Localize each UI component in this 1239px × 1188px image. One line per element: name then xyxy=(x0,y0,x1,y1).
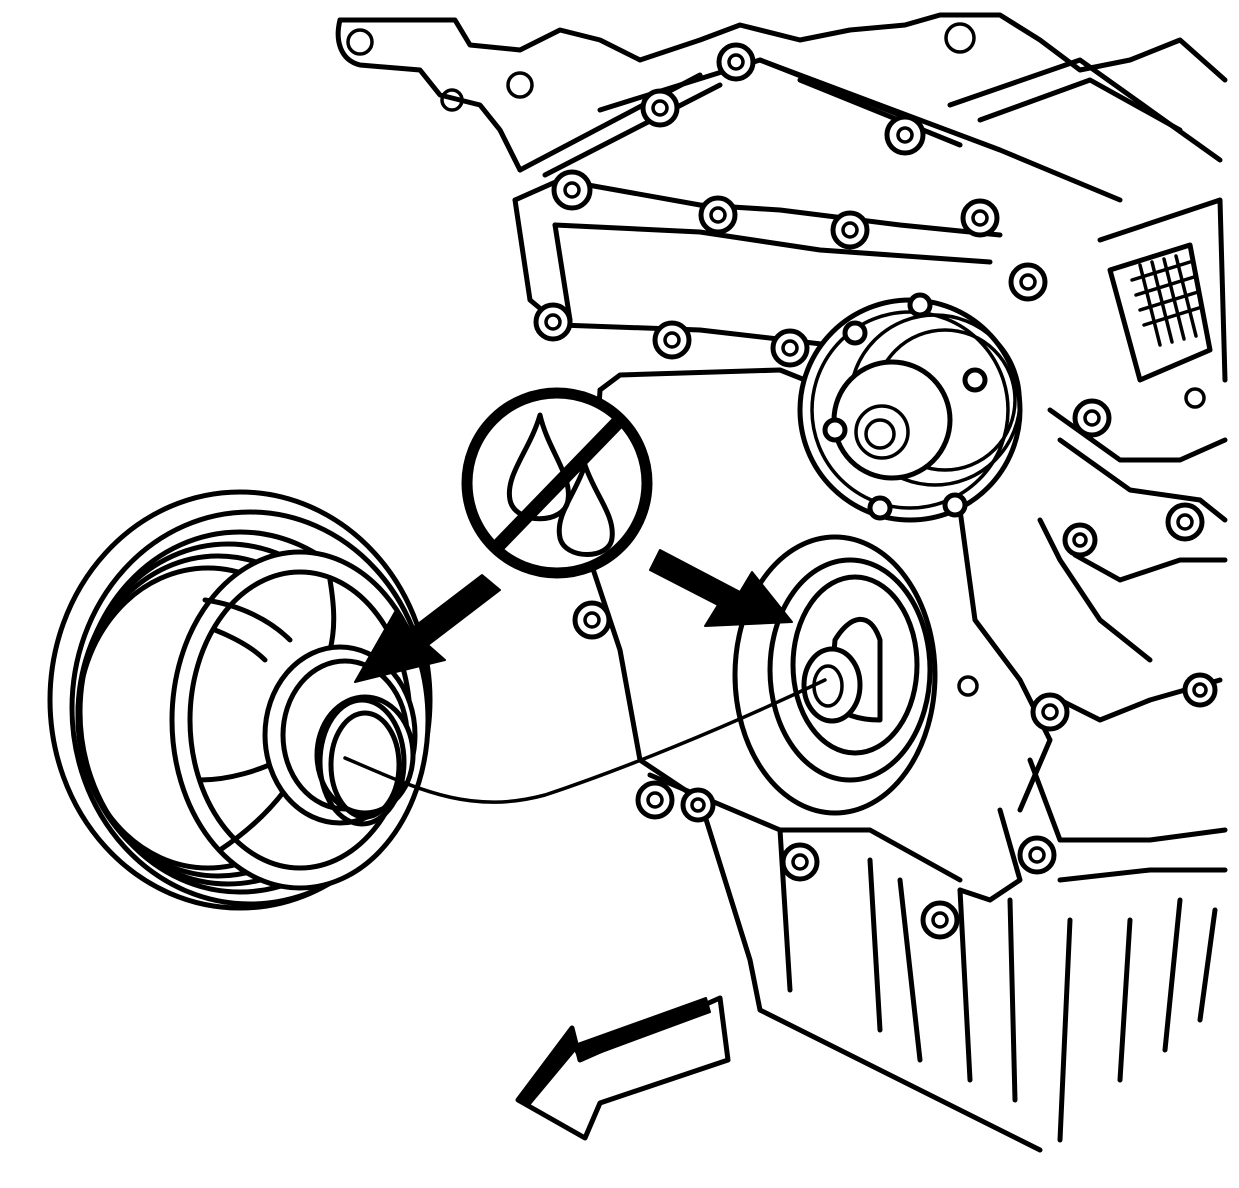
bolt xyxy=(698,195,738,235)
bolt xyxy=(1182,672,1218,708)
bolt xyxy=(1030,692,1070,732)
crankshaft-balancer xyxy=(47,489,433,911)
no-lubricant-symbol xyxy=(461,387,653,579)
bolt xyxy=(635,780,675,820)
bolt xyxy=(1165,502,1205,542)
vent-grille xyxy=(1130,254,1204,347)
bolt xyxy=(1017,835,1057,875)
bolt xyxy=(551,169,593,211)
bolt xyxy=(680,787,716,823)
arrow-to-pulley xyxy=(354,574,501,683)
engine-block-outline xyxy=(335,12,1228,1153)
bolt xyxy=(1062,522,1098,558)
dowel-hole xyxy=(1184,387,1206,409)
water-pump xyxy=(797,292,1023,523)
bolt xyxy=(533,302,573,342)
bolt xyxy=(1008,262,1048,302)
bolt xyxy=(920,900,960,940)
front-of-engine-arrow xyxy=(515,995,731,1141)
arrow-to-seal xyxy=(649,549,793,627)
crankshaft-front-seal xyxy=(732,534,938,816)
bolt xyxy=(716,42,756,82)
bolt xyxy=(770,328,810,368)
leader-line xyxy=(343,678,827,804)
dowel-hole xyxy=(957,675,979,697)
bolt xyxy=(780,842,820,882)
bolt xyxy=(652,320,692,360)
cover-bolts xyxy=(533,42,1218,940)
bolt xyxy=(1072,398,1112,438)
bolt xyxy=(572,600,612,640)
bolt xyxy=(640,88,680,128)
bolt xyxy=(830,210,870,250)
bolt xyxy=(960,198,1000,238)
bolt xyxy=(884,114,926,156)
